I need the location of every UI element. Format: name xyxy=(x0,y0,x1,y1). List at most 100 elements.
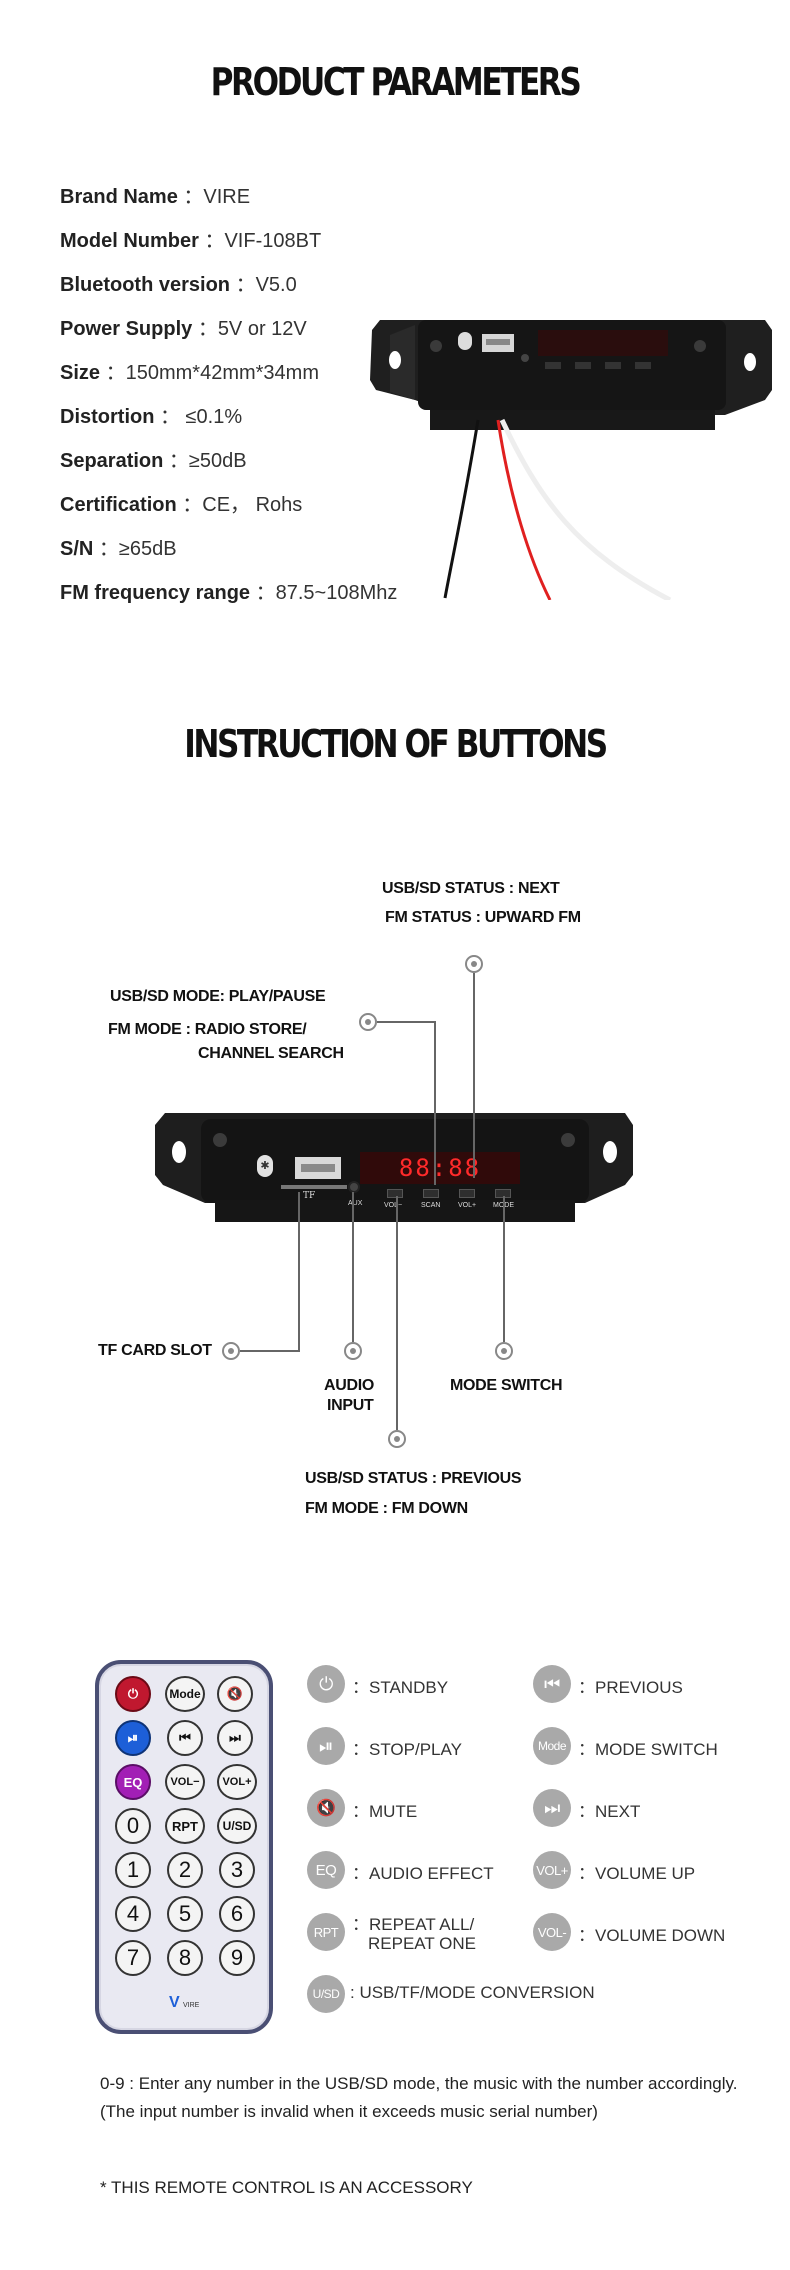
remote-vol-up-button[interactable]: VOL+ xyxy=(217,1764,257,1800)
callout-play-line-h xyxy=(377,1021,436,1023)
callout-next-dot xyxy=(465,955,483,973)
remote-power-button[interactable]: ⏻ xyxy=(115,1676,151,1712)
param-separation: Separation ：≥50dB xyxy=(60,450,247,472)
legend-next: ：NEXT xyxy=(578,1802,641,1821)
display-digits: 88:88 xyxy=(398,1154,482,1182)
scan-key[interactable] xyxy=(423,1189,439,1198)
callout-prev-line xyxy=(396,1196,398,1430)
remote-rpt-button[interactable]: RPT xyxy=(165,1808,205,1844)
remote-1-button[interactable]: 1 xyxy=(115,1852,151,1888)
product-parameters-title: PRODUCT PARAMETERS xyxy=(210,60,582,104)
callout-mode-line xyxy=(503,1196,505,1342)
legend-mute: ：MUTE xyxy=(352,1802,418,1821)
vol-up-key[interactable] xyxy=(459,1189,475,1198)
callout-next-line2: FM STATUS : UPWARD FM xyxy=(385,909,581,926)
param-brand-name: Brand Name ：VIRE xyxy=(60,186,251,208)
param-model-number: Model Number ：VIF-108BT xyxy=(60,230,322,252)
remote-4-button[interactable]: 4 xyxy=(115,1896,151,1932)
usb-port-inner xyxy=(301,1164,335,1172)
param-distortion: Distortion ： ≤0.1% xyxy=(60,406,243,428)
callout-prev-line2: FM MODE : FM DOWN xyxy=(305,1500,468,1517)
next-icon: ⏭ xyxy=(533,1789,571,1827)
callout-audio-line xyxy=(352,1192,354,1342)
param-power-supply: Power Supply ：5V or 12V xyxy=(60,318,307,340)
aux-jack[interactable] xyxy=(348,1181,360,1193)
remote-logo-mark: V xyxy=(169,1994,180,2011)
mode-icon: Mode xyxy=(533,1727,571,1765)
legend-standby: ：STANDBY xyxy=(352,1678,449,1697)
remote-usd-button[interactable]: U/SD xyxy=(217,1808,257,1844)
play-pause-icon: ⏯ xyxy=(307,1727,345,1765)
remote-8-button[interactable]: 8 xyxy=(167,1940,203,1976)
remote-previous-button[interactable]: ⏮ xyxy=(167,1720,203,1756)
callout-mode-dot xyxy=(495,1342,513,1360)
param-fm-range: FM frequency range ：87.5~108Mhz xyxy=(60,582,398,604)
param-sn: S/N ：≥65dB xyxy=(60,538,177,560)
vol-down-label: VOL− xyxy=(384,1202,403,1209)
callout-play-line1: USB/SD MODE: PLAY/PAUSE xyxy=(110,988,326,1005)
usd-icon: U/SD xyxy=(307,1975,345,2013)
callout-tf-line-h xyxy=(240,1350,300,1352)
note-number-keys: 0-9 : Enter any number in the USB/SD mod… xyxy=(100,2074,738,2093)
remote-vol-down-button[interactable]: VOL− xyxy=(165,1764,205,1800)
callout-tf-line-v xyxy=(298,1192,300,1352)
callout-play-line-v xyxy=(434,1021,436,1185)
callout-play-dot xyxy=(359,1013,377,1031)
usb-port[interactable] xyxy=(295,1157,341,1179)
callout-tf-dot xyxy=(222,1342,240,1360)
led-display: 88:88 xyxy=(360,1152,520,1184)
instruction-title: INSTRUCTION OF BUTTONS xyxy=(184,722,608,766)
legend-volume-down: ：VOLUME DOWN xyxy=(578,1926,726,1945)
remote-brand-text: VIRE xyxy=(183,2002,200,2009)
tf-slot[interactable] xyxy=(281,1185,347,1189)
legend-mode-switch: ：MODE SWITCH xyxy=(578,1740,718,1759)
product-photo xyxy=(370,320,772,600)
tf-label: TF xyxy=(303,1191,316,1201)
callout-audio-line1: AUDIO xyxy=(324,1377,375,1394)
remote-5-button[interactable]: 5 xyxy=(167,1896,203,1932)
scan-label: SCAN xyxy=(421,1202,441,1209)
remote-control: ⏻ Mode 🔇 ⏯ ⏮ ⏭ EQ VOL− VOL+ 0 RPT U/SD 1… xyxy=(95,1660,273,2034)
callout-next-line1: USB/SD STATUS : NEXT xyxy=(382,880,560,897)
remote-2-button[interactable]: 2 xyxy=(167,1852,203,1888)
legend-volume-up: ：VOLUME UP xyxy=(578,1864,696,1883)
vol-up-label: VOL+ xyxy=(458,1202,477,1209)
aux-label: AUX xyxy=(348,1200,363,1207)
note-accessory: * THIS REMOTE CONTROL IS AN ACCESSORY xyxy=(100,2178,473,2197)
rpt-icon: RPT xyxy=(307,1913,345,1951)
eq-icon: EQ xyxy=(307,1851,345,1889)
legend-stop-play: ：STOP/PLAY xyxy=(352,1740,462,1759)
callout-audio-dot xyxy=(344,1342,362,1360)
callout-play-line3: CHANNEL SEARCH xyxy=(198,1045,344,1062)
remote-7-button[interactable]: 7 xyxy=(115,1940,151,1976)
remote-mute-button[interactable]: 🔇 xyxy=(217,1676,253,1712)
remote-next-button[interactable]: ⏭ xyxy=(217,1720,253,1756)
remote-mode-button[interactable]: Mode xyxy=(165,1676,205,1712)
vol-down-icon: VOL- xyxy=(533,1913,571,1951)
param-certification: Certification ：CE， Rohs xyxy=(60,494,303,516)
mute-icon: 🔇 xyxy=(307,1789,345,1827)
remote-3-button[interactable]: 3 xyxy=(219,1852,255,1888)
legend-repeat: ：REPEAT ALL/ xyxy=(352,1915,475,1934)
legend-repeat-one: REPEAT ONE xyxy=(368,1934,477,1953)
module-panel: ✱ TF AUX 88:88 VOL− SCAN VOL+ MODE xyxy=(155,1105,635,1233)
remote-0-button[interactable]: 0 xyxy=(115,1808,151,1844)
power-icon: ⏻ xyxy=(307,1665,345,1703)
callout-tf-slot: TF CARD SLOT xyxy=(98,1342,212,1359)
callout-audio-line2: INPUT xyxy=(327,1397,374,1414)
bluetooth-icon: ✱ xyxy=(257,1155,273,1177)
remote-play-pause-button[interactable]: ⏯ xyxy=(115,1720,151,1756)
legend-usb-tf-mode: : USB/TF/MODE CONVERSION xyxy=(350,1983,595,2002)
remote-brand-logo: V VIRE xyxy=(169,1994,209,2016)
remote-9-button[interactable]: 9 xyxy=(219,1940,255,1976)
remote-eq-button[interactable]: EQ xyxy=(115,1764,151,1800)
callout-next-line xyxy=(473,973,475,1178)
remote-6-button[interactable]: 6 xyxy=(219,1896,255,1932)
param-size: Size ：150mm*42mm*34mm xyxy=(60,362,319,384)
note-invalid-input: (The input number is invalid when it exc… xyxy=(100,2102,598,2121)
callout-mode-switch: MODE SWITCH xyxy=(450,1377,563,1394)
vol-down-key[interactable] xyxy=(387,1189,403,1198)
param-bluetooth-version: Bluetooth version ：V5.0 xyxy=(60,274,297,296)
callout-play-line2: FM MODE : RADIO STORE/ xyxy=(108,1021,307,1038)
legend-audio-effect: ：AUDIO EFFECT xyxy=(352,1864,494,1883)
